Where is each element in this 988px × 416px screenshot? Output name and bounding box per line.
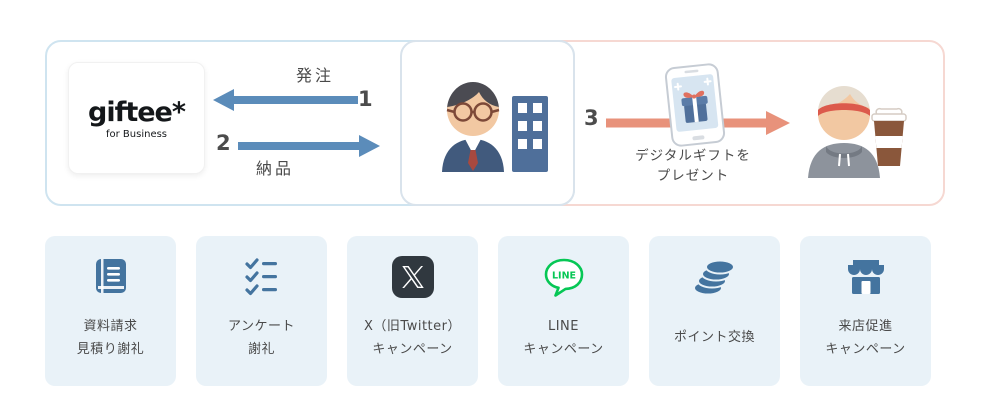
smartphone-gift-icon: [664, 63, 726, 147]
use-case-card-line: LINE LINE キャンペーン: [498, 236, 629, 386]
use-case-label: 資料請求 見積り謝礼: [76, 318, 145, 357]
digital-gift-caption: デジタルギフトを プレゼント: [608, 146, 778, 187]
use-case-label: アンケート 謝礼: [228, 318, 295, 357]
step-1-number: 1: [358, 87, 373, 111]
customer-illustration: [808, 86, 880, 178]
giftee-for-business-text: for Business: [105, 128, 168, 140]
use-case-label: X（旧Twitter） キャンペーン: [364, 318, 461, 357]
delivery-label: 納品: [255, 159, 294, 178]
use-case-card-store-visit: 来店促進 キャンペーン: [800, 236, 931, 386]
svg-text:LINE: LINE: [551, 271, 575, 282]
use-case-card-survey: アンケート 謝礼: [196, 236, 327, 386]
storefront-icon: [843, 253, 889, 301]
book-icon: [88, 253, 134, 301]
businessman-icon: [442, 82, 504, 172]
office-building-icon: [512, 96, 548, 172]
digital-gift-label-line2: プレゼント: [656, 168, 730, 185]
step-2-number: 2: [216, 131, 231, 155]
line-app-icon: LINE: [541, 253, 587, 301]
checklist-icon: [239, 253, 285, 301]
use-case-label: 来店促進 キャンペーン: [825, 318, 906, 357]
sparkle-icon: [674, 77, 712, 91]
delivery-arrow-icon: [238, 135, 380, 157]
giftee-logo: giftee* for Business: [68, 62, 205, 174]
gift-box-icon: [681, 90, 708, 123]
use-case-card-document-request: 資料請求 見積り謝礼: [45, 236, 176, 386]
giftee-brand-text: giftee*: [88, 96, 186, 128]
step-3-number: 3: [584, 106, 599, 130]
coins-icon: [692, 253, 738, 301]
order-arrow-icon: [213, 89, 358, 111]
use-case-label: ポイント交換: [673, 330, 755, 346]
use-case-label: LINE キャンペーン: [523, 318, 604, 357]
order-label: 発注: [295, 66, 334, 85]
digital-gift-label-line1: デジタルギフトを: [635, 148, 751, 164]
coffee-cup-icon: [871, 107, 907, 166]
use-case-card-x-twitter: X（旧Twitter） キャンペーン: [347, 236, 478, 386]
client-illustration: [442, 82, 548, 172]
x-twitter-icon: [390, 253, 436, 301]
use-case-card-points: ポイント交換: [649, 236, 780, 386]
